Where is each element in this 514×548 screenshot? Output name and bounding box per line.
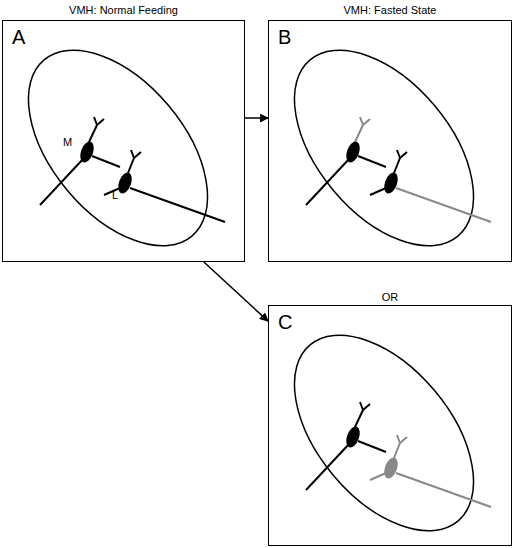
vmh-outline <box>260 17 509 278</box>
panel-a-art <box>0 17 242 278</box>
transition-arrow <box>245 117 268 119</box>
neuron-label: M <box>63 136 72 148</box>
neuron-label: L <box>112 189 118 201</box>
neuron-m <box>40 117 120 205</box>
panel-heading: VMH: Normal Feeding <box>3 4 244 16</box>
panel-box: VMH: Fasted StateB <box>268 20 512 262</box>
panel-heading: VMH: Fasted State <box>269 4 511 16</box>
panel-heading: OR <box>269 291 511 303</box>
panel-box: VMH: Normal FeedingA <box>2 20 245 262</box>
neuron-m <box>306 117 386 205</box>
neuron-l <box>104 150 225 222</box>
panel-letter: B <box>278 26 291 48</box>
panel-letter: C <box>278 311 292 333</box>
panel-box: ORC <box>268 305 512 546</box>
neuron-l <box>370 150 491 222</box>
panel-c-art <box>260 302 509 548</box>
transition-arrow <box>204 262 268 321</box>
neuron-l <box>370 435 491 507</box>
vmh-outline <box>0 17 242 278</box>
panel-b-art <box>260 17 509 278</box>
panel-letter: A <box>12 26 25 48</box>
vmh-outline <box>260 302 509 548</box>
neuron-m <box>306 402 386 490</box>
